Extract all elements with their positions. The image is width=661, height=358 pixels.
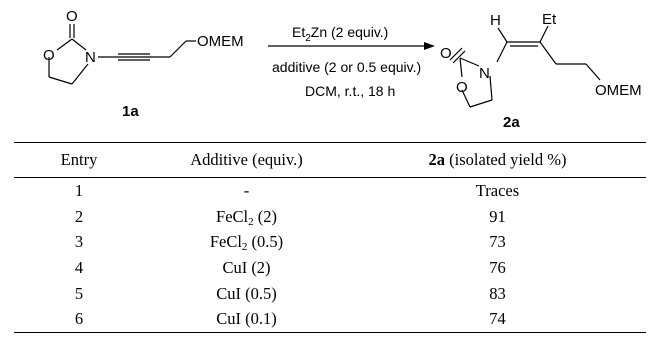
- bond-c-n-ring: [71, 38, 87, 51]
- additive-subscript: 2: [248, 215, 254, 228]
- additive-main: CuI (0.5): [216, 283, 277, 303]
- p-label-o-ring: O: [456, 79, 468, 96]
- additive-main: CuI (2): [222, 257, 271, 277]
- results-table-container: Entry Additive (equiv.) 2a (isolated yie…: [14, 142, 646, 334]
- cell-additive: FeCl2 (0.5): [144, 229, 349, 255]
- header-entry: Entry: [14, 142, 144, 178]
- p-bond-co-2: [452, 50, 466, 64]
- p-bond-c-ch2: [539, 41, 557, 65]
- bond-ch2-ch2-b: [169, 40, 187, 58]
- product-label: 2a: [503, 114, 520, 130]
- p-bond-c-o: [459, 57, 463, 78]
- reagent-line: Et2Zn (2 equiv.): [292, 24, 388, 44]
- product-omem: OMEM: [595, 82, 642, 99]
- additive-amount: (2): [253, 206, 277, 226]
- additive-subscript: 2: [241, 241, 248, 254]
- table-row: 3 FeCl2 (0.5) 73: [14, 229, 646, 255]
- header-yield-text: (isolated yield %): [445, 150, 567, 169]
- cell-yield: 83: [489, 283, 506, 303]
- bond-c-o-ring: [56, 38, 73, 51]
- reaction-scheme: O O N OMEM 1a Et2Zn (2 equiv.) additive …: [43, 8, 642, 130]
- p-bond-c-et: [539, 25, 549, 43]
- p-bond-c-n: [459, 57, 480, 67]
- conditions-line: DCM, r.t., 18 h: [305, 83, 395, 99]
- p-label-n: N: [479, 65, 490, 82]
- reaction-arrowhead: [424, 42, 435, 50]
- cell-yield: 91: [489, 206, 506, 226]
- cell-entry: 1: [74, 180, 84, 200]
- additive-main: FeCl: [209, 232, 242, 252]
- cell-entry: 2: [74, 206, 84, 226]
- cell-entry: 4: [74, 257, 84, 277]
- header-additive: Additive (equiv.): [144, 142, 349, 178]
- cell-yield: 76: [489, 257, 506, 277]
- p-bond-ch2-ch2: [469, 99, 493, 108]
- table-header-row: Entry Additive (equiv.) 2a (isolated yie…: [14, 142, 646, 178]
- cell-entry: 5: [74, 283, 84, 303]
- results-table: Entry Additive (equiv.) 2a (isolated yie…: [14, 142, 646, 334]
- table-row: 1 - Traces: [14, 178, 646, 204]
- cell-additive: CuI (0.5): [144, 281, 349, 307]
- bond-ch2-n: [71, 63, 89, 85]
- cell-entry: 3: [74, 232, 84, 252]
- table-row: 4 CuI (2) 76: [14, 255, 646, 281]
- header-yield-compound: 2a: [428, 150, 446, 169]
- cell-additive: CuI (0.1): [144, 306, 349, 334]
- r-label-o-carbonyl: O: [66, 8, 78, 25]
- additive-main: FeCl: [216, 206, 249, 226]
- additive-main: -: [243, 180, 250, 200]
- p-label-h: H: [490, 12, 501, 29]
- p-bond-ch2-n: [489, 75, 493, 101]
- r-label-n: N: [85, 49, 96, 66]
- cell-additive: FeCl2 (2): [144, 204, 349, 230]
- additive-line: additive (2 or 0.5 equiv.): [272, 59, 421, 75]
- cell-additive: CuI (2): [144, 255, 349, 281]
- cell-yield: 73: [489, 232, 506, 252]
- p-bond-co-1: [449, 47, 463, 61]
- additive-main: CuI (0.1): [216, 309, 277, 329]
- cell-entry: 6: [14, 306, 144, 334]
- table-row: 5 CuI (0.5) 83: [14, 281, 646, 307]
- table-row: 6 CuI (0.1) 74: [14, 306, 646, 334]
- reactant-label: 1a: [122, 103, 139, 120]
- p-label-et: Et: [542, 11, 557, 28]
- p-bond-to-omem: [585, 63, 601, 81]
- p-bond-n-ch: [496, 41, 508, 63]
- r-label-o-ring: O: [43, 47, 55, 64]
- reactant-omem: OMEM: [197, 33, 244, 50]
- table-row: 2 FeCl2 (2) 91: [14, 204, 646, 230]
- p-bond-ch-h: [497, 27, 508, 43]
- cell-yield: Traces: [475, 180, 520, 200]
- bond-ch2-ch2: [48, 76, 73, 85]
- header-yield: 2a (isolated yield %): [349, 142, 646, 178]
- additive-amount: (0.5): [247, 232, 284, 252]
- cell-additive: -: [144, 178, 349, 204]
- p-bond-o-ch2: [461, 89, 471, 108]
- cell-yield: 74: [349, 306, 646, 334]
- p-label-o-carbonyl: O: [440, 45, 452, 62]
